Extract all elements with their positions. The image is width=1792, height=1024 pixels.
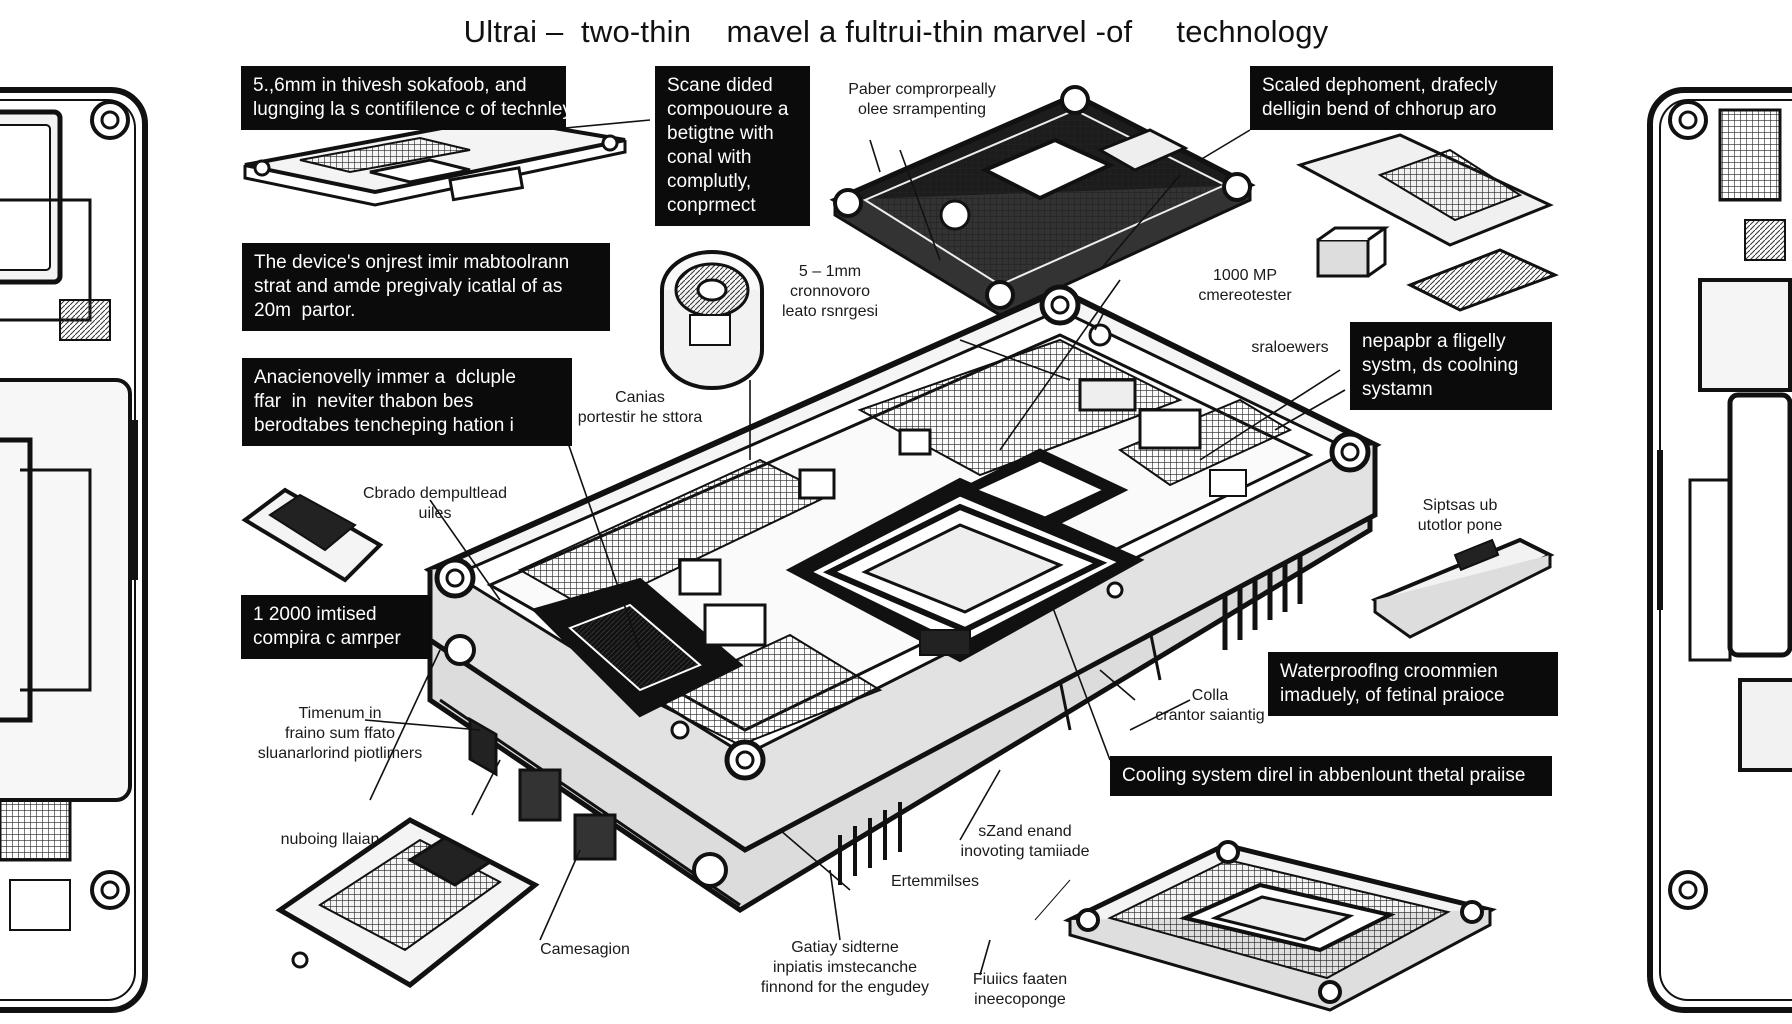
label-cbrado: Cbrado dempultlead uiles: [362, 485, 508, 522]
label-ertemmilses: Ertemmilses: [890, 873, 979, 890]
diagram-title: Ultrai – two-thin mavel a fultrui-thin m…: [463, 14, 1329, 49]
callout-box-cooling-direct: Cooling system direl in abbenlount theta…: [1110, 756, 1552, 796]
label-colla: Colla crantor saiantig: [1155, 687, 1265, 724]
right-side-phone: [1647, 87, 1792, 1013]
top-left-board: [243, 115, 627, 207]
callout-box-innovation: Anacienovelly immer a dcluple ffar in ne…: [242, 358, 572, 446]
callout-box-device: The device's onjrest imir mabtoolrann st…: [242, 243, 610, 331]
label-titanium-frame: Timenum in fraino sum ffato sluanarlorin…: [257, 705, 423, 762]
callout-box-compound: Scane dided compououre a betigtne with c…: [655, 66, 810, 226]
label-siptsas: Siptsas ub utotlor pone: [1417, 497, 1503, 534]
right-clip-part: [1370, 537, 1555, 639]
callout-box-cooling-system: nepapbr a fligelly systm, ds coolning sy…: [1350, 322, 1552, 410]
bottom-left-module: [275, 817, 540, 989]
label-fiuiics: Fiuiics faaten ineecoponge: [972, 971, 1068, 1008]
label-sensors: sraloewers: [1251, 339, 1329, 356]
cooling-plate: [1034, 840, 1497, 1012]
label-camesagion: Camesagion: [540, 941, 630, 958]
label-thickness-range: 5 – 1mm cronnovoro leato rsnrgesi: [781, 263, 879, 320]
top-pcb-plate: [829, 85, 1256, 317]
callout-box-thickness: 5.,6mm in thivesh sokafoob, and lugnging…: [241, 66, 572, 130]
callout-box-camera: 1 2000 imtised compira c amrper: [241, 595, 431, 659]
main-device-body: [423, 284, 1382, 913]
left-side-phone: [0, 87, 148, 1013]
camera-lens-component: [660, 250, 764, 390]
callout-box-deployment: Scaled dephoment, drafecly delligin bend…: [1250, 66, 1553, 130]
label-canias: Canias portestir he sttora: [577, 389, 703, 426]
label-gatiay: Gatiay sidterne inpiatis imstecanche fin…: [760, 939, 930, 996]
label-paber: Paber comprorpeally olee srrampenting: [848, 81, 996, 118]
label-szand: sZand enand inovoting tamiiade: [960, 823, 1090, 860]
top-right-parts: [1296, 133, 1559, 312]
label-nuboing: nuboing llaian: [280, 831, 380, 848]
callout-box-waterproofing: Waterprooflng croommien imaduely, of fet…: [1268, 652, 1558, 716]
left-small-module: [241, 487, 384, 583]
label-camera-mp: 1000 MP cmereotester: [1198, 267, 1292, 304]
